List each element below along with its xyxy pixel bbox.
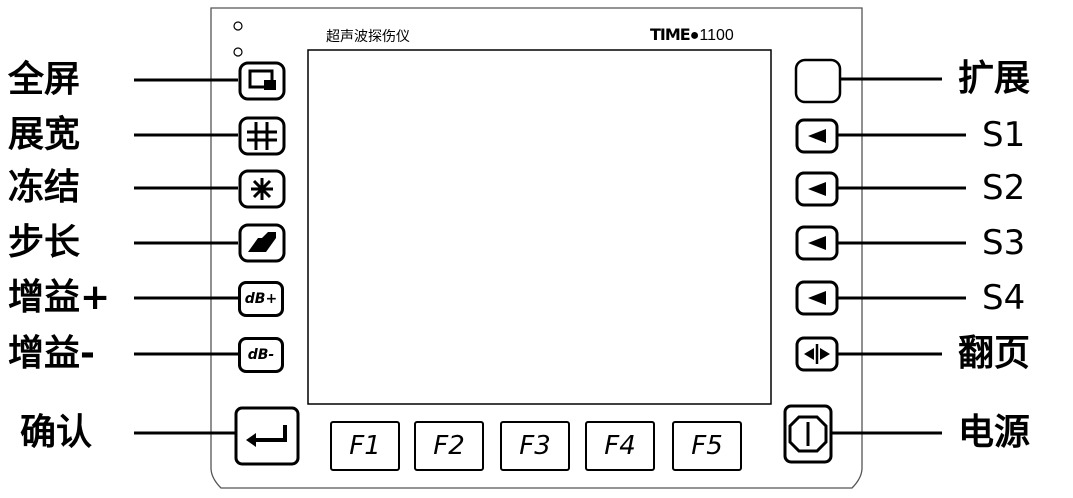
expand-width-button[interactable] [238, 116, 286, 156]
left-arrow-icon [808, 129, 826, 143]
gain-plus-button[interactable]: dB+ [238, 281, 284, 317]
page-flip-icon [804, 344, 830, 364]
gain-minus-button[interactable]: dB- [238, 337, 284, 373]
step-button[interactable] [238, 223, 286, 263]
label-power: 电源 [958, 412, 1031, 453]
softkey-s2[interactable] [795, 171, 839, 207]
expand-width-icon [247, 122, 277, 150]
page-flip-button[interactable] [795, 336, 839, 372]
softkey-s4[interactable] [795, 280, 839, 316]
label-fullscreen: 全屏 [8, 59, 81, 100]
freeze-button[interactable] [238, 169, 286, 209]
label-step: 步长 [8, 222, 81, 263]
label-s2: S2 [982, 168, 1026, 208]
step-icon [248, 232, 276, 252]
brand-model: 1100 [699, 27, 734, 44]
function-key-f2[interactable]: F2 [414, 421, 484, 471]
brand-dot: ● [689, 27, 700, 44]
function-key-f4[interactable]: F4 [585, 421, 655, 471]
left-arrow-icon [808, 291, 826, 305]
label-s1: S1 [982, 115, 1026, 155]
snowflake-icon [251, 178, 273, 200]
power-icon [788, 415, 828, 453]
softkey-s1[interactable] [795, 118, 839, 154]
function-key-f3[interactable]: F3 [500, 421, 570, 471]
power-button[interactable] [783, 404, 833, 464]
left-arrow-icon [808, 236, 826, 250]
extend-button[interactable] [794, 58, 842, 104]
label-freeze: 冻结 [8, 167, 81, 208]
confirm-button[interactable] [234, 406, 300, 466]
label-gain-plus: 增益+ [8, 277, 111, 318]
label-extend: 扩展 [958, 58, 1031, 99]
display-screen [307, 49, 772, 405]
left-callout-lines [134, 78, 238, 435]
brand-label: TIME●1100 [650, 25, 734, 45]
softkey-s3[interactable] [795, 225, 839, 261]
device-body [210, 7, 863, 489]
label-s3: S3 [982, 223, 1026, 263]
label-page-flip: 翻页 [958, 333, 1031, 374]
function-key-f1[interactable]: F1 [330, 421, 400, 471]
label-expand-width: 展宽 [8, 114, 81, 155]
function-key-f5[interactable]: F5 [672, 421, 742, 471]
label-confirm: 确认 [20, 412, 93, 453]
label-s4: S4 [982, 278, 1026, 318]
indicator-light [233, 21, 243, 31]
enter-icon [252, 425, 287, 442]
fullscreen-button[interactable] [238, 61, 286, 101]
label-gain-minus: 增益- [8, 333, 95, 374]
device-title: 超声波探伤仪 [326, 29, 410, 45]
indicator-light [233, 47, 243, 57]
fullscreen-icon [248, 69, 274, 89]
brand-logo: TIME [650, 25, 691, 44]
left-arrow-icon [808, 182, 826, 196]
right-callout-lines [830, 77, 966, 435]
